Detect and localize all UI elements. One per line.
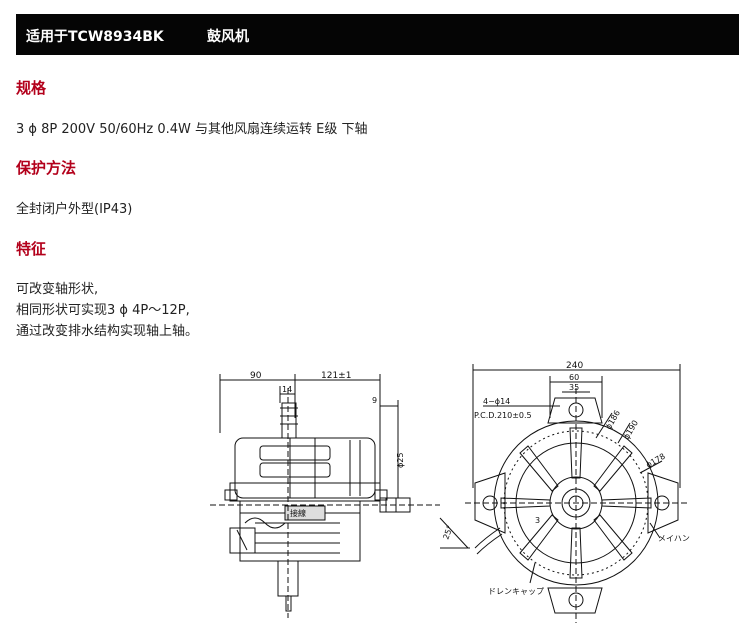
section-text-features: 可改变轴形状, 相同形状可实现3 ϕ 4P～12P, 通过改变排水结构实现轴上轴… <box>16 279 198 342</box>
dim-phi25: ϕ25 <box>396 453 405 468</box>
header-bar: 适用于TCW8934BK 鼓风机 <box>16 14 739 55</box>
section-text-spec: 3 ϕ 8P 200V 50/60Hz 0.4W 与其他风扇连续运转 E级 下轴 <box>16 119 368 140</box>
section-text-protection: 全封闭户外型(IP43) <box>16 199 132 220</box>
side-view: 90 121±1 14 9 ϕ25 接線 <box>210 371 470 618</box>
dim-35: 35 <box>569 383 579 392</box>
feature-line-2: 相同形状可实现3 ϕ 4P～12P, <box>16 303 190 318</box>
section-title-features: 特征 <box>16 240 47 258</box>
dim-90: 90 <box>250 371 262 381</box>
dim-angle: 25° <box>441 524 454 540</box>
section-title-spec: 规格 <box>16 79 47 97</box>
label-main: メイハン <box>658 534 690 543</box>
dim-14: 14 <box>282 385 292 394</box>
dim-60: 60 <box>569 373 579 382</box>
product-model: 适用于TCW8934BK <box>26 29 164 45</box>
dim-phi178: ϕ178 <box>645 452 667 470</box>
dim-phi186: ϕ186 <box>604 409 622 431</box>
feature-line-1: 可改变轴形状, <box>16 282 99 297</box>
spec-line: 3 ϕ 8P 200V 50/60Hz 0.4W 与其他风扇连续运转 E级 下轴 <box>16 122 368 137</box>
label-marker: 3 <box>535 516 540 525</box>
dim-phi190: ϕ190 <box>622 419 640 441</box>
section-title-protection: 保护方法 <box>16 159 77 177</box>
side-label: 接線 <box>290 508 306 518</box>
dim-pcd: P.C.D.210±0.5 <box>474 411 532 420</box>
motor-technical-drawing: 90 121±1 14 9 ϕ25 接線 <box>210 361 690 623</box>
dim-121: 121±1 <box>321 371 351 381</box>
dim-9: 9 <box>372 396 377 405</box>
label-drain-cap: ドレンキャップ <box>488 587 544 596</box>
product-type: 鼓风机 <box>207 29 249 45</box>
feature-line-3: 通过改变排水结构实现轴上轴。 <box>16 324 199 339</box>
protection-line: 全封闭户外型(IP43) <box>16 202 133 217</box>
dim-240: 240 <box>566 361 583 371</box>
front-view: 240 60 35 4−ϕ14 P.C.D.210±0.5 <box>465 361 690 623</box>
dim-holes: 4−ϕ14 <box>483 397 510 406</box>
